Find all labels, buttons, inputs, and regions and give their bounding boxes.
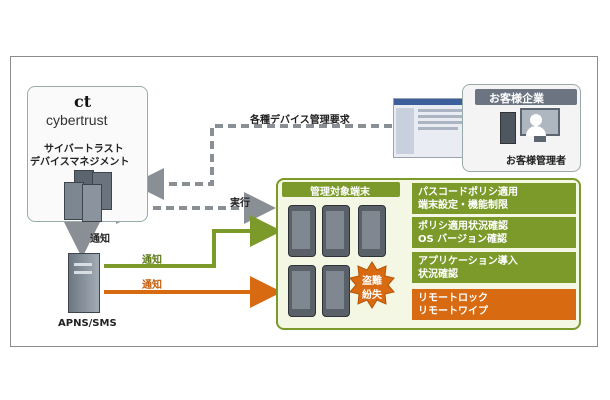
- feature-box-app-install: アプリケーション導入 状況確認: [412, 252, 576, 283]
- server-stack-icon: [60, 170, 116, 224]
- device-phone-icon: [358, 205, 386, 257]
- feature-box-remote: リモートロック リモートワイプ: [412, 289, 576, 320]
- notify-down-label: 通知: [90, 234, 110, 245]
- feature-box-passcode: パスコードポリシ適用 端末設定・機能制限: [412, 183, 576, 214]
- managed-title-bar: 管理対象端末: [282, 182, 400, 198]
- customer-title: お客様企業: [489, 92, 544, 105]
- feature-line: OS バージョン確認: [418, 234, 507, 245]
- theft-label-line1: 盗難: [362, 276, 382, 287]
- feature-line: パスコードポリシ適用: [418, 187, 518, 198]
- feature-box-policy-status: ポリシ適用状況確認 OS バージョン確認: [412, 217, 576, 248]
- customer-pc-icon: [500, 108, 566, 148]
- device-phone-icon: [288, 265, 316, 317]
- notify-green-arrow: [104, 215, 282, 268]
- device-manager-line1: サイバートラスト: [44, 144, 124, 155]
- feature-line: 状況確認: [418, 269, 458, 280]
- request-label: 各種デバイス管理要求: [250, 115, 350, 126]
- logo-mark: ct: [74, 92, 92, 111]
- customer-title-bar: お客様企業: [475, 89, 577, 105]
- notify-green-label: 通知: [142, 255, 162, 266]
- customer-admin-label: お客様管理者: [506, 156, 566, 167]
- managed-title: 管理対象端末: [310, 187, 370, 198]
- feature-line: アプリケーション導入: [418, 256, 518, 267]
- feature-line: ポリシ適用状況確認: [418, 221, 508, 232]
- feature-line: リモートロック: [418, 293, 488, 304]
- device-phone-icon: [288, 205, 316, 257]
- request-arrow: [132, 124, 392, 200]
- feature-line: リモートワイプ: [418, 306, 488, 317]
- theft-label-line2: 紛失: [362, 290, 382, 301]
- device-manager-line2: デバイスマネジメント: [30, 157, 130, 168]
- customer-screenshot: [393, 98, 473, 158]
- cybertrust-logo: ct cybertrust: [46, 92, 130, 132]
- feature-line: 端末設定・機能制限: [418, 200, 508, 211]
- device-phone-icon: [322, 265, 350, 317]
- device-phone-icon: [322, 205, 350, 257]
- logo-text: cybertrust: [46, 112, 108, 128]
- apns-label: APNS/SMS: [58, 318, 117, 329]
- notify-orange-label: 通知: [142, 280, 162, 291]
- apns-server-icon: [68, 253, 102, 313]
- execute-label: 実行: [230, 198, 250, 209]
